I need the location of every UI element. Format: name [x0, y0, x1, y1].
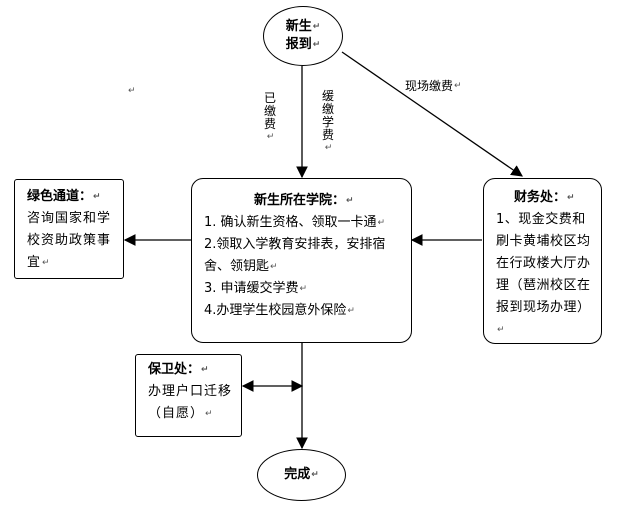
security-node: 保卫处：↵ 办理户口迁移（自愿）↵ — [135, 354, 242, 437]
finance-title: 财务处： — [514, 190, 567, 205]
paragraph-mark-icon: ↵ — [299, 284, 308, 294]
security-title: 保卫处： — [148, 362, 201, 377]
paragraph-mark-icon: ↵ — [201, 365, 209, 375]
paragraph-mark-icon: ↵ — [497, 325, 506, 335]
paragraph-mark-icon: ↵ — [205, 409, 214, 419]
finance-body: 1、现金交费和刷卡黄埔校区均在行政楼大厅办理（琶洲校区在报到现场办理） — [496, 212, 591, 315]
start-node: 新生↵ 报到↵ — [263, 6, 343, 66]
paragraph-mark-icon: ↵ — [567, 193, 575, 203]
end-label: 完成 — [284, 467, 311, 482]
security-body: 办理户口迁移（自愿） — [148, 384, 233, 421]
edge-label-deferred: 缓缴学费↵ — [321, 89, 334, 154]
stray-paragraph-mark-icon: ↵ — [128, 86, 136, 96]
paragraph-mark-icon: ↵ — [377, 218, 386, 228]
college-title: 新生所在学院： — [254, 193, 346, 208]
green-channel-body: 咨询国家和学校资助政策事宜 — [27, 211, 112, 270]
end-node: 完成↵ — [257, 449, 346, 501]
college-item-3: 3. 申请缓交学费 — [204, 281, 299, 296]
college-item-4: 4.办理学生校园意外保险 — [204, 303, 347, 318]
paragraph-mark-icon: ↵ — [266, 132, 275, 142]
paragraph-mark-icon: ↵ — [454, 81, 462, 91]
green-channel-node: 绿色通道：↵ 咨询国家和学校资助政策事宜↵ — [14, 179, 124, 279]
college-item-2: 2.领取入学教育安排表，安排宿舍、领钥匙 — [204, 237, 386, 274]
edge-label-paid: 已缴费↵ — [263, 91, 276, 143]
finance-node: 财务处：↵ 1、现金交费和刷卡黄埔校区均在行政楼大厅办理（琶洲校区在报到现场办理… — [483, 178, 602, 344]
start-line-1: 新生 — [285, 19, 312, 34]
paragraph-mark-icon: ↵ — [346, 196, 354, 206]
paragraph-mark-icon: ↵ — [312, 22, 321, 32]
paragraph-mark-icon: ↵ — [312, 40, 321, 50]
start-line-2: 报到 — [285, 37, 312, 52]
paragraph-mark-icon: ↵ — [93, 192, 101, 202]
college-item-1: 1. 确认新生资格、领取一卡通 — [204, 215, 377, 230]
paragraph-mark-icon: ↵ — [270, 262, 278, 272]
green-channel-title: 绿色通道： — [27, 189, 93, 204]
paragraph-mark-icon: ↵ — [324, 143, 333, 153]
edge-label-onsite: 现场缴费↵ — [405, 79, 462, 93]
college-node: 新生所在学院：↵ 1. 确认新生资格、领取一卡通↵ 2.领取入学教育安排表，安排… — [191, 178, 412, 343]
arrow-start-to-finance — [341, 51, 523, 177]
paragraph-mark-icon: ↵ — [42, 258, 51, 268]
paragraph-mark-icon: ↵ — [347, 306, 355, 316]
paragraph-mark-icon: ↵ — [311, 470, 319, 480]
